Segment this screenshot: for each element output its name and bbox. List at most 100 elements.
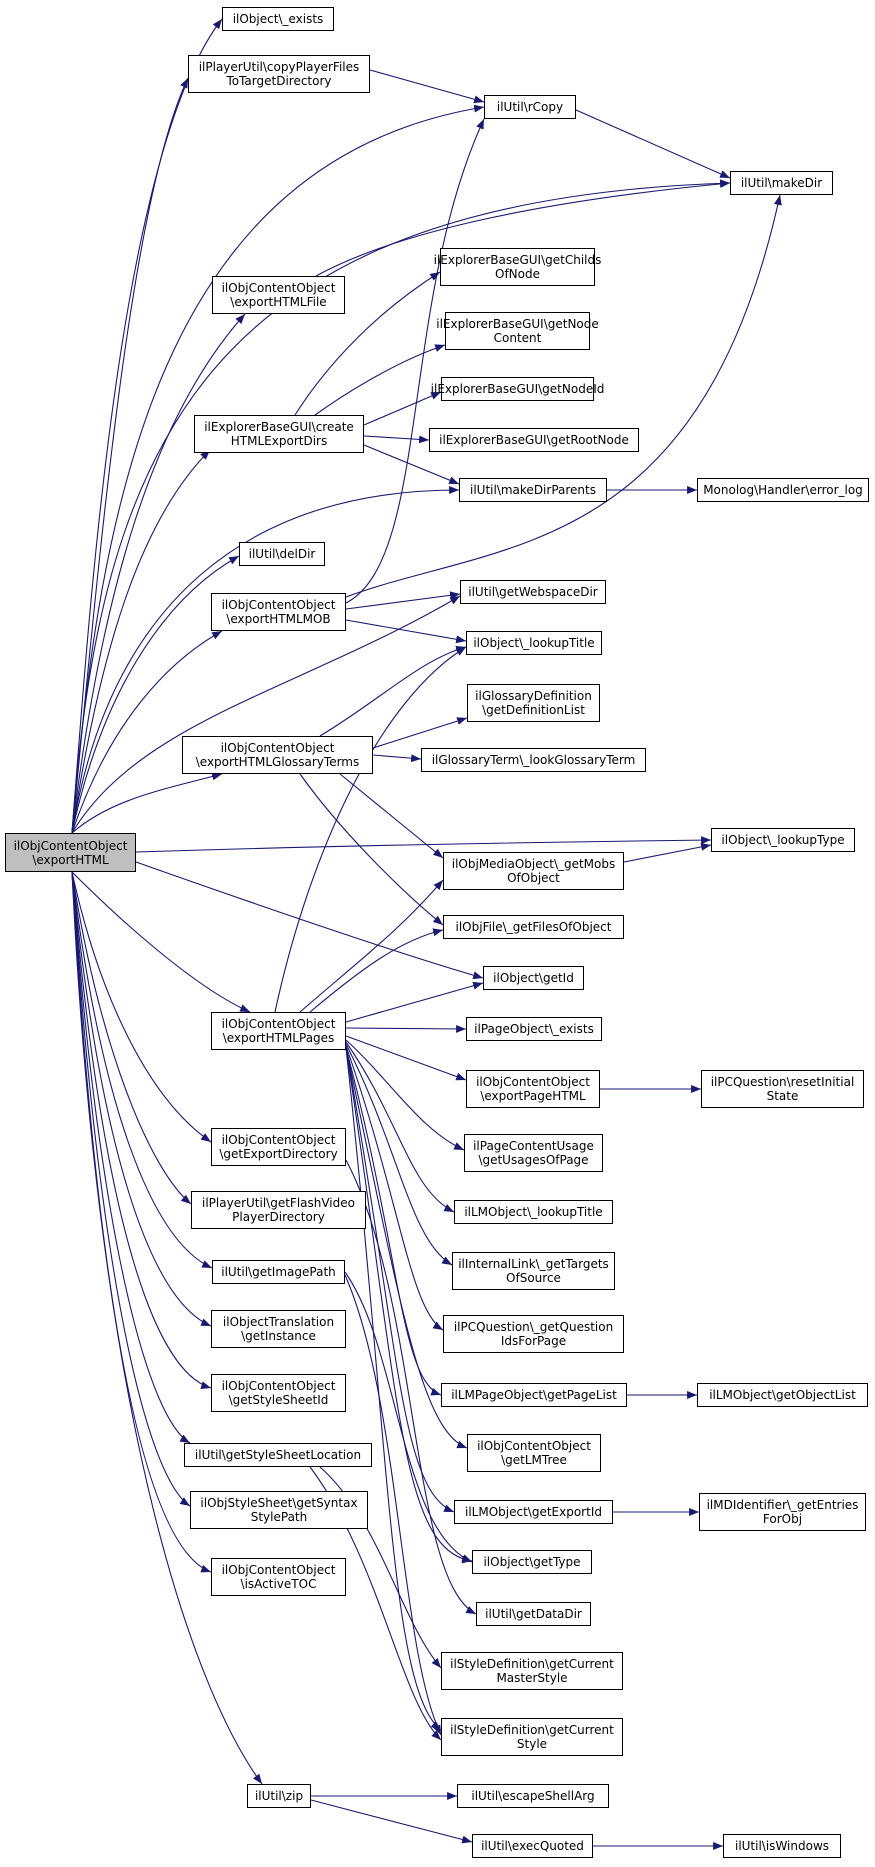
node-look-glossary-term[interactable]: ilGlossaryTerm\_lookGlossaryTerm — [421, 748, 646, 772]
node-deldir[interactable]: ilUtil\delDir — [239, 542, 325, 566]
call-edge — [71, 18, 223, 834]
call-edge — [71, 595, 461, 834]
node-label-line: ilPCQuestion\_getQuestion — [453, 1320, 614, 1334]
call-edge — [345, 1047, 468, 1449]
node-label-line: ilUtil\getStyleSheetLocation — [194, 1448, 362, 1462]
call-edge — [345, 1159, 477, 1615]
call-edge — [299, 773, 444, 926]
node-label-line: ilUtil\getDataDir — [485, 1607, 582, 1621]
node-label-line: ilUtil\rCopy — [496, 100, 564, 114]
node-is-windows[interactable]: ilUtil\isWindows — [723, 1834, 841, 1858]
node-label-line: ToTargetDirectory — [226, 74, 332, 88]
node-page-exists[interactable]: ilPageObject\_exists — [466, 1017, 602, 1041]
call-edge — [135, 861, 484, 980]
node-label-line: ilObjContentObject — [221, 598, 336, 612]
node-get-image-path[interactable]: ilUtil\getImagePath — [212, 1260, 345, 1284]
node-get-type[interactable]: ilObject\getType — [472, 1550, 592, 1574]
node-obj-exists[interactable]: ilObject\_exists — [222, 7, 334, 31]
node-export-html-file[interactable]: ilObjContentObject\exportHTMLFile — [212, 276, 345, 314]
node-label-line: ilObjMediaObject\_getMobs — [451, 857, 616, 871]
call-edge — [344, 1271, 473, 1563]
call-edge — [345, 1043, 453, 1266]
node-is-active-toc[interactable]: ilObjContentObject\isActiveTOC — [211, 1558, 346, 1596]
node-get-object-list[interactable]: ilLMObject\getObjectList — [697, 1383, 868, 1407]
node-label-line: ilPageContentUsage — [473, 1139, 594, 1153]
node-label-line: ilUtil\escapeShellArg — [471, 1789, 595, 1803]
node-label-line: PlayerDirectory — [232, 1210, 325, 1224]
node-label-line: ilInternalLink\_getTargets — [458, 1257, 609, 1271]
call-edge — [314, 344, 446, 416]
node-label-line: ilUtil\zip — [254, 1789, 304, 1803]
call-edge — [71, 486, 460, 834]
call-edge — [363, 391, 442, 426]
node-get-data-dir[interactable]: ilUtil\getDataDir — [476, 1602, 591, 1626]
node-export-html-pages[interactable]: ilObjContentObject\exportHTMLPages — [211, 1012, 346, 1050]
node-get-style-sheet-location[interactable]: ilUtil\getStyleSheetLocation — [184, 1443, 372, 1467]
node-get-page-list[interactable]: ilLMPageObject\getPageList — [441, 1383, 627, 1407]
node-label-line: ilObjContentObject — [221, 281, 336, 295]
node-zip[interactable]: ilUtil\zip — [247, 1784, 311, 1808]
node-get-usages-of-page[interactable]: ilPageContentUsage\getUsagesOfPage — [464, 1134, 603, 1172]
node-label-line: ilPlayerUtil\getFlashVideo — [202, 1196, 355, 1210]
call-edge — [71, 772, 223, 834]
node-export-page-html[interactable]: ilObjContentObject\exportPageHTML — [466, 1070, 600, 1108]
node-get-node-id[interactable]: ilExplorerBaseGUI\getNodeId — [431, 377, 604, 401]
node-get-id[interactable]: ilObject\getId — [483, 966, 584, 990]
node-get-export-directory[interactable]: ilObjContentObject\getExportDirectory — [211, 1128, 346, 1166]
node-get-lm-tree[interactable]: ilObjContentObject\getLMTree — [467, 1434, 601, 1472]
node-label-line: Content — [493, 331, 542, 345]
node-get-export-id[interactable]: ilLMObject\getExportId — [454, 1500, 613, 1524]
call-edge — [71, 871, 213, 1269]
call-edge — [345, 981, 484, 1023]
node-get-root-node[interactable]: ilExplorerBaseGUI\getRootNode — [429, 428, 639, 452]
call-edge — [372, 717, 468, 749]
node-lm-lookup-title[interactable]: ilLMObject\_lookupTitle — [454, 1200, 613, 1224]
node-exec-quoted[interactable]: ilUtil\execQuoted — [472, 1834, 593, 1858]
node-label-line: ilExplorerBaseGUI\getRootNode — [439, 433, 629, 447]
node-rcopy[interactable]: ilUtil\rCopy — [484, 95, 576, 119]
call-edge — [623, 843, 712, 863]
node-export-html-glossary-terms[interactable]: ilObjContentObject\exportHTMLGlossaryTer… — [182, 736, 373, 774]
node-label-line: ilUtil\delDir — [248, 547, 316, 561]
node-label-line: \getExportDirectory — [219, 1147, 338, 1161]
call-edge — [345, 1047, 442, 1731]
node-get-webspace-dir[interactable]: ilUtil\getWebspaceDir — [460, 580, 606, 604]
node-label-line: State — [766, 1089, 799, 1103]
node-escape-shell-arg[interactable]: ilUtil\escapeShellArg — [457, 1784, 609, 1808]
node-label-line: ilPlayerUtil\copyPlayerFiles — [198, 60, 360, 74]
call-edge — [345, 194, 782, 598]
node-get-style-sheet-id[interactable]: ilObjContentObject\getStyleSheetId — [211, 1374, 346, 1412]
node-object-translation[interactable]: ilObjectTranslation\getInstance — [211, 1310, 346, 1348]
node-make-dir-parents[interactable]: ilUtil\makeDirParents — [459, 478, 607, 502]
node-export-html-mob[interactable]: ilObjContentObject\exportHTMLMOB — [211, 593, 346, 631]
node-label-line: StylePath — [250, 1510, 308, 1524]
node-label-line: ilLMObject\getObjectList — [709, 1388, 856, 1402]
node-makedir[interactable]: ilUtil\makeDir — [730, 171, 833, 195]
node-label-line: \getStyleSheetId — [228, 1393, 329, 1407]
node-error-log[interactable]: Monolog\Handler\error_log — [697, 478, 869, 502]
node-glossary-definition-list[interactable]: ilGlossaryDefinition\getDefinitionList — [467, 684, 600, 722]
node-label-line: ilObjContentObject — [476, 1075, 590, 1089]
node-label-line: \exportHTMLMOB — [226, 612, 331, 626]
call-edge — [71, 313, 246, 834]
node-root[interactable]: ilObjContentObject\exportHTML — [5, 833, 136, 872]
node-lookup-title[interactable]: ilObject\_lookupTitle — [466, 631, 602, 655]
node-get-files-of-object[interactable]: ilObjFile\_getFilesOfObject — [443, 915, 624, 939]
node-lookup-type[interactable]: ilObject\_lookupType — [711, 828, 855, 852]
node-label-line: ilLMObject\getExportId — [465, 1505, 602, 1519]
call-edge — [345, 591, 461, 610]
